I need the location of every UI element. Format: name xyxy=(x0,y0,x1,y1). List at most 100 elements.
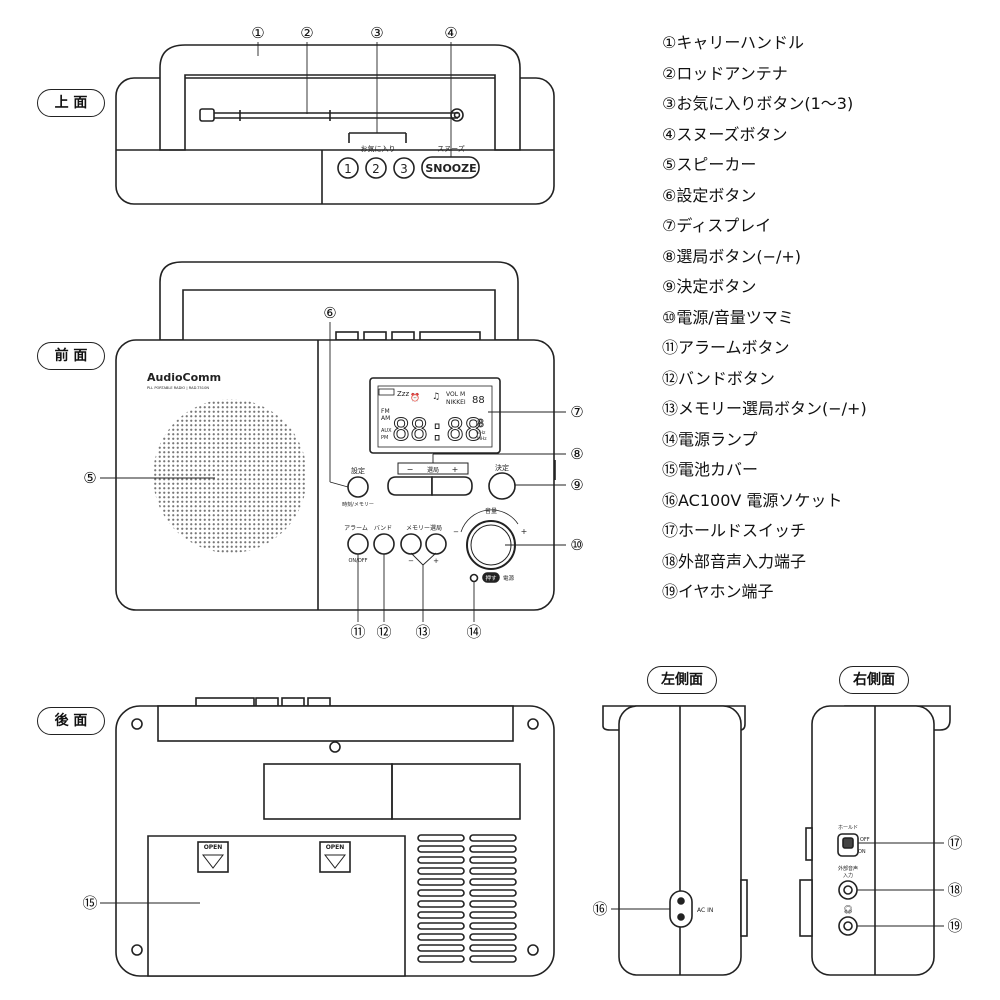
music-note-icon: ♫ xyxy=(432,392,440,402)
band-button[interactable] xyxy=(373,533,395,555)
parts-list-name: キャリーハンドル xyxy=(676,33,805,52)
favorite-button-3[interactable]: 3 xyxy=(393,157,415,179)
volume-label: 音量 xyxy=(485,507,497,515)
parts-list-name: お気に入りボタン(1〜3) xyxy=(676,94,854,113)
vent-slot xyxy=(417,900,465,908)
vent-slot xyxy=(417,867,465,875)
callout-3: ③ xyxy=(370,24,383,42)
ext-input-label-1: 外部音声 xyxy=(838,865,858,872)
display-digits: 88:88 xyxy=(392,413,482,448)
screw-tl xyxy=(131,718,143,730)
parts-list-item: ⑩電源/音量ツマミ xyxy=(662,303,867,334)
parts-list-number: ⑭ xyxy=(662,429,679,449)
parts-list-item: ④スヌーズボタン xyxy=(662,120,867,151)
ac-in-label: AC IN xyxy=(697,907,713,914)
parts-list-number: ⑩ xyxy=(662,307,677,327)
volume-arc xyxy=(460,509,519,533)
enter-label: 決定 xyxy=(495,463,509,472)
callout-11: ⑪ xyxy=(350,623,365,641)
top-btn-snooze xyxy=(419,331,481,341)
tune-plus-label: + xyxy=(452,465,459,474)
parts-list-item: ⑥設定ボタン xyxy=(662,181,867,212)
memory-minus-button[interactable] xyxy=(400,533,422,555)
volume-plus-label: + xyxy=(521,527,528,536)
parts-list-name: アラームボタン xyxy=(678,338,790,357)
parts-list-name: 電池カバー xyxy=(678,460,759,479)
parts-list-number: ② xyxy=(662,63,677,83)
display-nikkei: NIKKEI xyxy=(446,399,466,406)
parts-list-name: メモリー選局ボタン(−/+) xyxy=(678,399,867,418)
vent-slot xyxy=(469,933,517,941)
callout-2: ② xyxy=(300,24,313,42)
screw-br xyxy=(527,944,539,956)
parts-list-number: ③ xyxy=(662,94,677,113)
vent-slot xyxy=(417,911,465,919)
band-label: バンド xyxy=(374,525,392,532)
power-lamp xyxy=(469,573,479,583)
snooze-button[interactable]: SNOOZE xyxy=(421,156,480,179)
parts-list-item: ⑪アラームボタン xyxy=(662,333,867,364)
right-side-view: ホールド OFF ON 外部音声 入力 🎧︎ xyxy=(799,705,951,976)
callout-8: ⑧ xyxy=(570,445,583,463)
ext-input-jack-hole xyxy=(843,885,853,895)
leader-13b xyxy=(410,552,424,566)
parts-list-number: ⑪ xyxy=(662,338,679,357)
right-side-bump-top xyxy=(805,827,813,861)
favorite-button-1[interactable]: 1 xyxy=(337,157,359,179)
parts-list-number: ⑦ xyxy=(662,216,677,235)
favorite-button-2[interactable]: 2 xyxy=(365,157,387,179)
parts-list-item: ⑭電源ランプ xyxy=(662,425,867,456)
parts-list-number: ⑤ xyxy=(662,155,677,174)
view-label-left-side: 左側面 xyxy=(647,666,717,694)
parts-list-name: バンドボタン xyxy=(678,368,775,388)
front-view: AudioComm PLL PORTABLE RADIO | RAD-T510N… xyxy=(115,261,556,611)
favorite-button-3-label: 3 xyxy=(400,162,408,176)
parts-list-name: 外部音声入力端子 xyxy=(678,551,807,571)
open-tab-2[interactable]: OPEN xyxy=(319,841,351,873)
parts-list-name: ロッドアンテナ xyxy=(676,63,788,83)
parts-list-item: ⑯AC100V 電源ソケット xyxy=(662,486,867,517)
settings-button[interactable] xyxy=(347,476,369,498)
memory-plus-button[interactable] xyxy=(425,533,447,555)
right-side-bump xyxy=(799,879,813,937)
enter-button[interactable] xyxy=(488,472,516,500)
back-handle xyxy=(157,705,514,742)
tune-plus-button[interactable] xyxy=(431,476,473,496)
callout-15: ⑮ xyxy=(82,894,97,912)
favorites-label: お気に入り xyxy=(361,144,396,153)
battery-cover xyxy=(147,835,406,977)
vent-slot xyxy=(417,889,465,897)
vent-slot xyxy=(417,834,465,842)
view-label-front: 前 面 xyxy=(37,342,105,370)
vent-slot xyxy=(469,900,517,908)
ac-pin-1 xyxy=(677,897,685,905)
parts-list-number: ⑬ xyxy=(662,399,679,418)
parts-list-number: ⑧ xyxy=(662,246,677,266)
callout-19: ⑲ xyxy=(947,917,962,935)
vent-slot xyxy=(469,944,517,952)
tune-minus-label: − xyxy=(407,465,414,474)
favorite-button-1-label: 1 xyxy=(344,162,352,176)
tune-minus-button[interactable] xyxy=(387,476,433,496)
parts-list-item: ⑫バンドボタン xyxy=(662,364,867,395)
view-label-right-side: 右側面 xyxy=(839,666,909,694)
parts-list-number: ⑯ xyxy=(662,490,679,510)
right-side-body xyxy=(811,705,935,976)
parts-list-name: 電源ランプ xyxy=(678,429,758,449)
leader-13c xyxy=(422,552,437,566)
view-label-back: 後 面 xyxy=(37,707,105,735)
vent-slot xyxy=(417,955,465,963)
vent-slot xyxy=(469,856,517,864)
parts-list-number: ⑫ xyxy=(662,368,679,388)
callout-9: ⑨ xyxy=(570,476,583,494)
callout-17: ⑰ xyxy=(947,834,962,852)
vent-slot xyxy=(417,933,465,941)
push-badge xyxy=(482,572,500,583)
vent-slot xyxy=(469,845,517,853)
back-label-plate-2 xyxy=(391,763,521,820)
open-tab-1[interactable]: OPEN xyxy=(197,841,229,873)
vent-slot xyxy=(417,922,465,930)
alarm-button[interactable] xyxy=(347,533,369,555)
display-small-digits: 88 xyxy=(472,395,485,406)
